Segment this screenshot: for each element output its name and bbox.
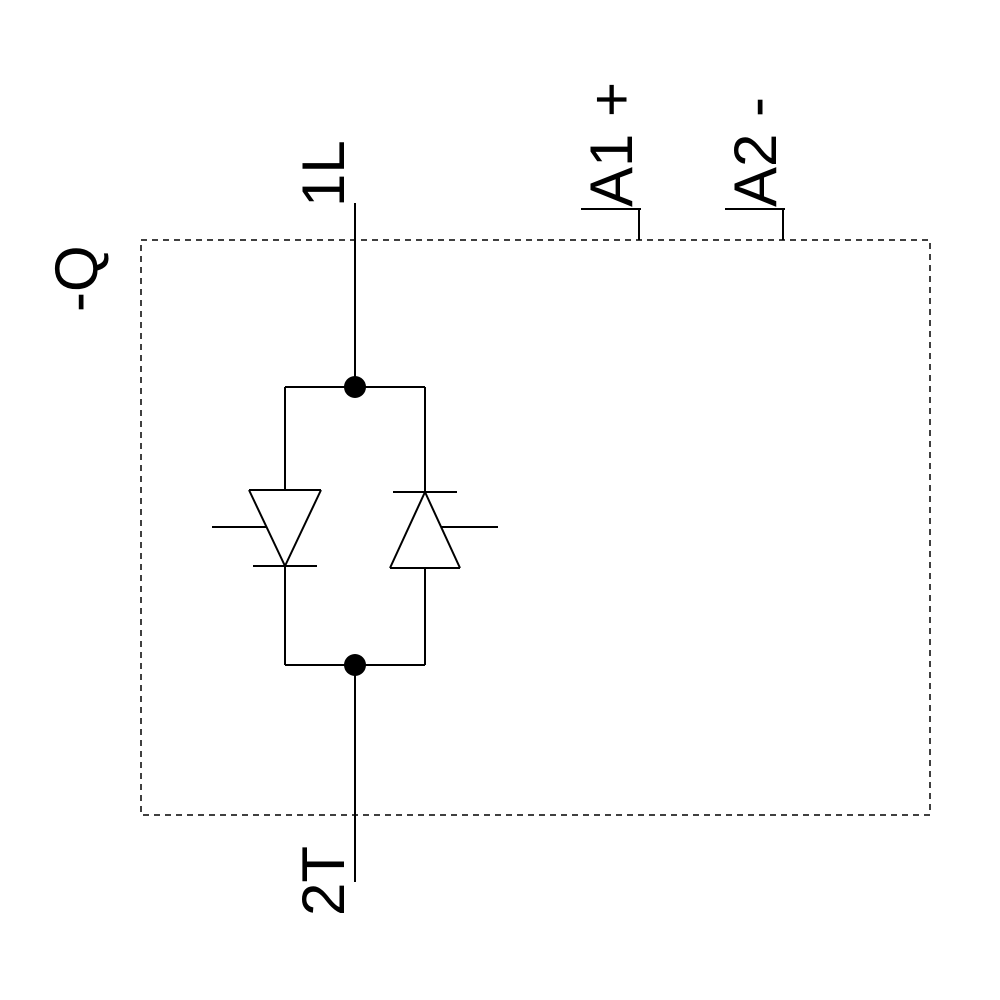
device-label: -Q	[43, 245, 110, 312]
terminal-label-a2-minus: A2 -	[722, 97, 789, 207]
junction-dot-bottom	[344, 654, 366, 676]
junction-dot-top	[344, 376, 366, 398]
thyristor-right-icon	[389, 491, 498, 569]
terminal-label-2t: 2T	[290, 846, 357, 916]
terminal-label-1l: 1L	[290, 140, 357, 207]
thyristor-left-icon	[212, 489, 322, 567]
parallel-branch-frame	[284, 386, 426, 666]
terminal-label-a1-plus: A1 +	[578, 82, 645, 207]
